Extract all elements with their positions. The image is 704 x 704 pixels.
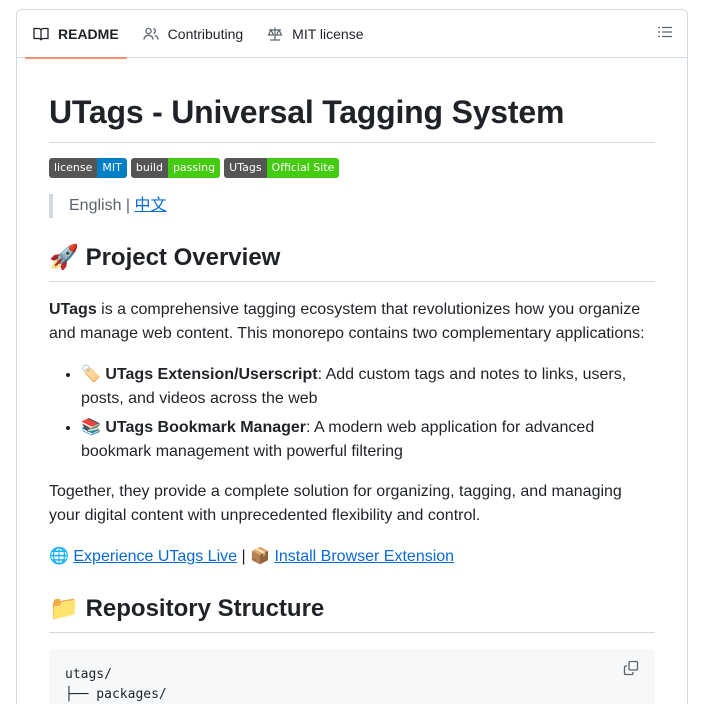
intro-text: is a comprehensive tagging ecosystem tha… <box>49 301 645 342</box>
intro-bold: UTags <box>49 301 97 318</box>
structure-heading: 📁 Repository Structure <box>49 593 655 633</box>
book-icon <box>33 26 49 42</box>
apps-list: 🏷️ UTags Extension/Userscript: Add custo… <box>49 362 655 464</box>
language-switcher: English | 中文 <box>49 194 655 218</box>
readme-title: UTags - Universal Tagging System <box>49 92 655 143</box>
folder-icon: 📁 <box>49 594 79 622</box>
list-item: 🏷️ UTags Extension/Userscript: Add custo… <box>81 362 655 411</box>
list-item-name: UTags Extension/Userscript <box>105 366 318 383</box>
structure-code-block[interactable]: utags/ ├── packages/ <box>49 649 655 704</box>
overview-heading-text: Project Overview <box>85 244 281 271</box>
language-current: English <box>69 197 122 214</box>
tab-mit-license[interactable]: MIT license <box>259 10 371 58</box>
tab-readme[interactable]: README <box>25 10 127 59</box>
tab-mit-license-label: MIT license <box>292 25 364 42</box>
structure-heading-text: Repository Structure <box>85 595 325 622</box>
badge-site-label: UTags <box>224 158 267 178</box>
badge-site-value: Official Site <box>266 158 340 178</box>
law-icon <box>267 26 283 42</box>
list-unordered-icon <box>657 24 673 45</box>
links-separator: | <box>237 548 251 565</box>
overview-together: Together, they provide a complete soluti… <box>49 483 622 524</box>
code-line: ├── packages/ <box>65 687 167 702</box>
language-link-chinese[interactable]: 中文 <box>134 197 167 214</box>
copy-icon <box>623 660 639 683</box>
outline-button[interactable] <box>655 24 675 44</box>
list-item-desc: : Add custom tags and notes to links, us… <box>81 366 627 407</box>
people-icon <box>143 26 159 42</box>
badge-license[interactable]: license MIT <box>49 158 127 178</box>
rocket-icon: 🚀 <box>49 243 79 271</box>
badges-row: license MIT build passing UTags Official… <box>49 158 655 178</box>
overview-links: 🌐 Experience UTags Live | 📦 Install Brow… <box>49 544 655 569</box>
install-extension-link[interactable]: Install Browser Extension <box>274 548 455 565</box>
badge-license-label: license <box>49 158 98 178</box>
globe-icon: 🌐 <box>49 546 69 565</box>
experience-live-link[interactable]: Experience UTags Live <box>73 548 238 565</box>
books-icon: 📚 <box>81 417 101 436</box>
readme-content: UTags - Universal Tagging System license… <box>49 58 655 704</box>
readme-tab-bar: README Contributing MIT license <box>17 10 687 59</box>
code-line: utags/ <box>65 667 112 682</box>
list-item: 📚 UTags Bookmark Manager: A modern web a… <box>81 415 655 464</box>
list-item-desc: : A modern web application for advanced … <box>81 419 595 460</box>
package-icon: 📦 <box>250 546 270 565</box>
badge-official-site[interactable]: UTags Official Site <box>224 158 340 178</box>
badge-build-label: build <box>130 158 168 178</box>
copy-button[interactable] <box>621 660 641 683</box>
badge-license-value: MIT <box>97 158 127 178</box>
readme-panel: README Contributing MIT license UTags - … <box>16 9 688 704</box>
badge-build[interactable]: build passing <box>130 158 221 178</box>
label-tag-icon: 🏷️ <box>81 364 101 383</box>
overview-intro: UTags is a comprehensive tagging ecosyst… <box>49 298 655 346</box>
list-item-name: UTags Bookmark Manager <box>105 419 307 436</box>
badge-build-value: passing <box>167 158 221 178</box>
tab-contributing-label: Contributing <box>167 25 244 42</box>
overview-heading: 🚀 Project Overview <box>49 242 655 282</box>
language-separator: | <box>121 197 135 214</box>
tab-readme-label: README <box>58 25 119 42</box>
tab-contributing[interactable]: Contributing <box>135 10 252 58</box>
